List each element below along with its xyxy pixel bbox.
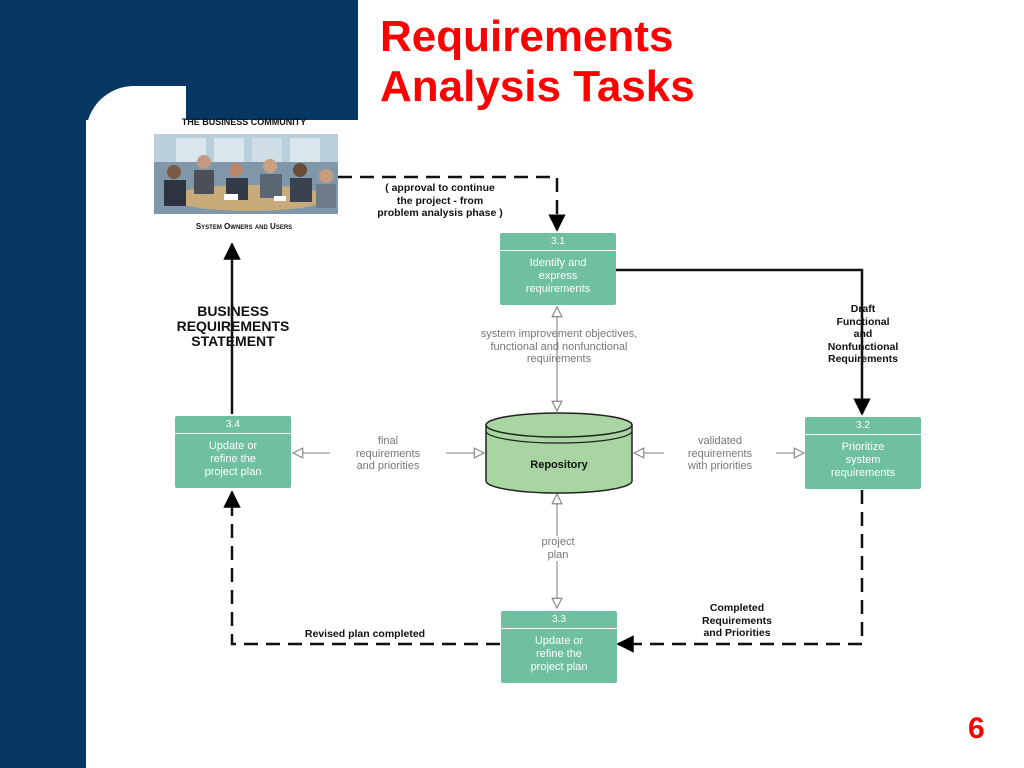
process-name: Prioritize system requirements xyxy=(805,435,921,480)
label-line: plan xyxy=(547,548,569,561)
label-line: problem analysis phase ) xyxy=(377,207,503,219)
process-name-line: express xyxy=(538,270,578,282)
label-line: the project - from xyxy=(396,194,484,207)
completed-requirements-label: Completed Requirements and Priorities xyxy=(680,602,794,640)
label-line: Functional xyxy=(836,315,890,328)
label-line: functional and nonfunctional xyxy=(490,340,628,353)
repository-cylinder xyxy=(485,412,633,494)
label-line: and priorities xyxy=(356,460,420,472)
process-name-line: refine the xyxy=(210,453,256,465)
business-meeting-photo xyxy=(154,134,338,214)
label-line: Requirements xyxy=(701,614,773,627)
label-line: Completed xyxy=(709,602,765,614)
process-3-4[interactable]: 3.4 Update or refine the project plan xyxy=(175,416,291,488)
final-requirements-label: final requirements and priorities xyxy=(330,435,446,473)
label-line: validated xyxy=(697,435,743,447)
process-name: Update or refine the project plan xyxy=(175,434,291,479)
process-name-line: project plan xyxy=(530,661,588,673)
validated-requirements-label: validated requirements with priorities xyxy=(664,435,776,473)
completed-requirements-line xyxy=(616,490,864,653)
system-owners-caption: System Owners and Users xyxy=(195,222,293,231)
approval-flow-line xyxy=(338,175,566,232)
process-name-line: refine the xyxy=(536,648,582,660)
revised-plan-line xyxy=(223,490,500,646)
process-name-line: Update or xyxy=(208,440,258,452)
process-name: Identify and express requirements xyxy=(500,251,616,296)
label-line: with priorities xyxy=(687,460,753,472)
process-id: 3.4 xyxy=(175,416,291,434)
label-line: Requirements xyxy=(827,353,899,365)
process-name-line: Update or xyxy=(534,635,584,647)
draft-requirements-line xyxy=(616,268,871,416)
repository-label: Repository xyxy=(530,459,588,471)
draft-requirements-label: Draft Functional and Nonfunctional Requi… xyxy=(806,303,920,366)
process-id: 3.1 xyxy=(500,233,616,251)
project-plan-label: project plan xyxy=(524,536,592,561)
page-number: 6 xyxy=(968,712,985,745)
process-id: 3.3 xyxy=(501,611,617,629)
process-name-line: system xyxy=(845,454,881,466)
process-name: Update or refine the project plan xyxy=(501,629,617,674)
label-line: requirements xyxy=(526,353,592,365)
label-line: requirements xyxy=(355,447,421,460)
navy-sidebar xyxy=(0,0,86,768)
process-id: 3.2 xyxy=(805,417,921,435)
process-3-3[interactable]: 3.3 Update or refine the project plan xyxy=(501,611,617,683)
title-line-1: Requirements xyxy=(380,12,674,61)
process-name-line: project plan xyxy=(204,466,262,478)
business-community-caption: THE BUSINESS COMMUNITY xyxy=(181,117,307,127)
process-3-1[interactable]: 3.1 Identify and express requirements xyxy=(500,233,616,305)
process-name-line: requirements xyxy=(525,283,591,295)
revised-plan-label: Revised plan completed xyxy=(304,628,426,640)
label-line: final xyxy=(377,435,399,447)
label-line: ( approval to continue xyxy=(385,182,495,194)
process-name-line: requirements xyxy=(830,467,896,479)
objectives-flow-label: system improvement objectives, functiona… xyxy=(444,328,674,366)
label-line: requirements xyxy=(687,447,753,460)
label-line: system improvement objectives, xyxy=(480,328,638,340)
slide-title: Requirements Analysis Tasks xyxy=(380,12,695,112)
approval-flow-label: ( approval to continue the project - fro… xyxy=(352,182,528,220)
process-name-line: Identify and xyxy=(529,257,587,269)
process-name-line: Prioritize xyxy=(841,441,885,453)
title-line-2: Analysis Tasks xyxy=(380,62,695,111)
label-line: Nonfunctional xyxy=(827,340,899,353)
label-line: and Priorities xyxy=(703,627,771,639)
label-line: project xyxy=(541,536,575,548)
label-line: Draft xyxy=(850,303,876,315)
label-line: and xyxy=(853,328,873,340)
process-3-2[interactable]: 3.2 Prioritize system requirements xyxy=(805,417,921,489)
